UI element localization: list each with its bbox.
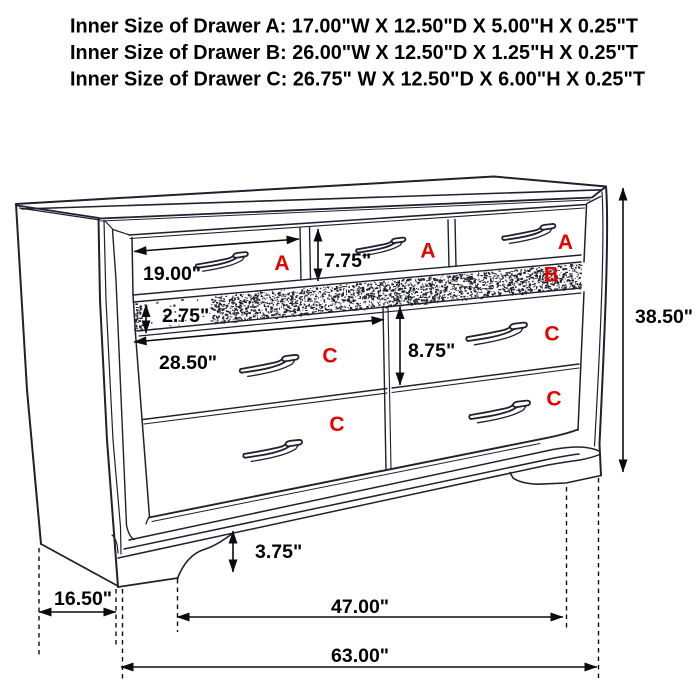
svg-text:8.75": 8.75" (408, 340, 455, 362)
svg-text:3.75": 3.75" (255, 541, 302, 563)
svg-text:38.50": 38.50" (635, 306, 693, 328)
svg-text:19.00": 19.00" (143, 263, 201, 285)
svg-text:Inner Size of Drawer C: 26.75": Inner Size of Drawer C: 26.75" W X 12.50… (70, 68, 645, 91)
svg-text:C: C (546, 388, 561, 411)
svg-text:B: B (544, 264, 559, 287)
svg-text:7.75": 7.75" (324, 250, 371, 272)
svg-text:63.00": 63.00" (331, 645, 389, 667)
svg-text:47.00": 47.00" (331, 596, 389, 618)
svg-text:16.50": 16.50" (54, 588, 112, 610)
svg-text:Inner Size of Drawer B: 26.00": Inner Size of Drawer B: 26.00"W X 12.50"… (70, 41, 638, 64)
svg-text:C: C (322, 345, 337, 368)
svg-text:A: A (558, 231, 573, 254)
svg-text:C: C (329, 413, 344, 436)
svg-text:2.75": 2.75" (162, 305, 209, 327)
svg-text:28.50": 28.50" (159, 352, 217, 374)
svg-text:C: C (544, 323, 559, 346)
svg-text:A: A (274, 252, 289, 275)
svg-text:Inner Size of Drawer A: 17.00": Inner Size of Drawer A: 17.00"W X 12.50"… (70, 15, 638, 38)
svg-text:A: A (420, 240, 435, 263)
